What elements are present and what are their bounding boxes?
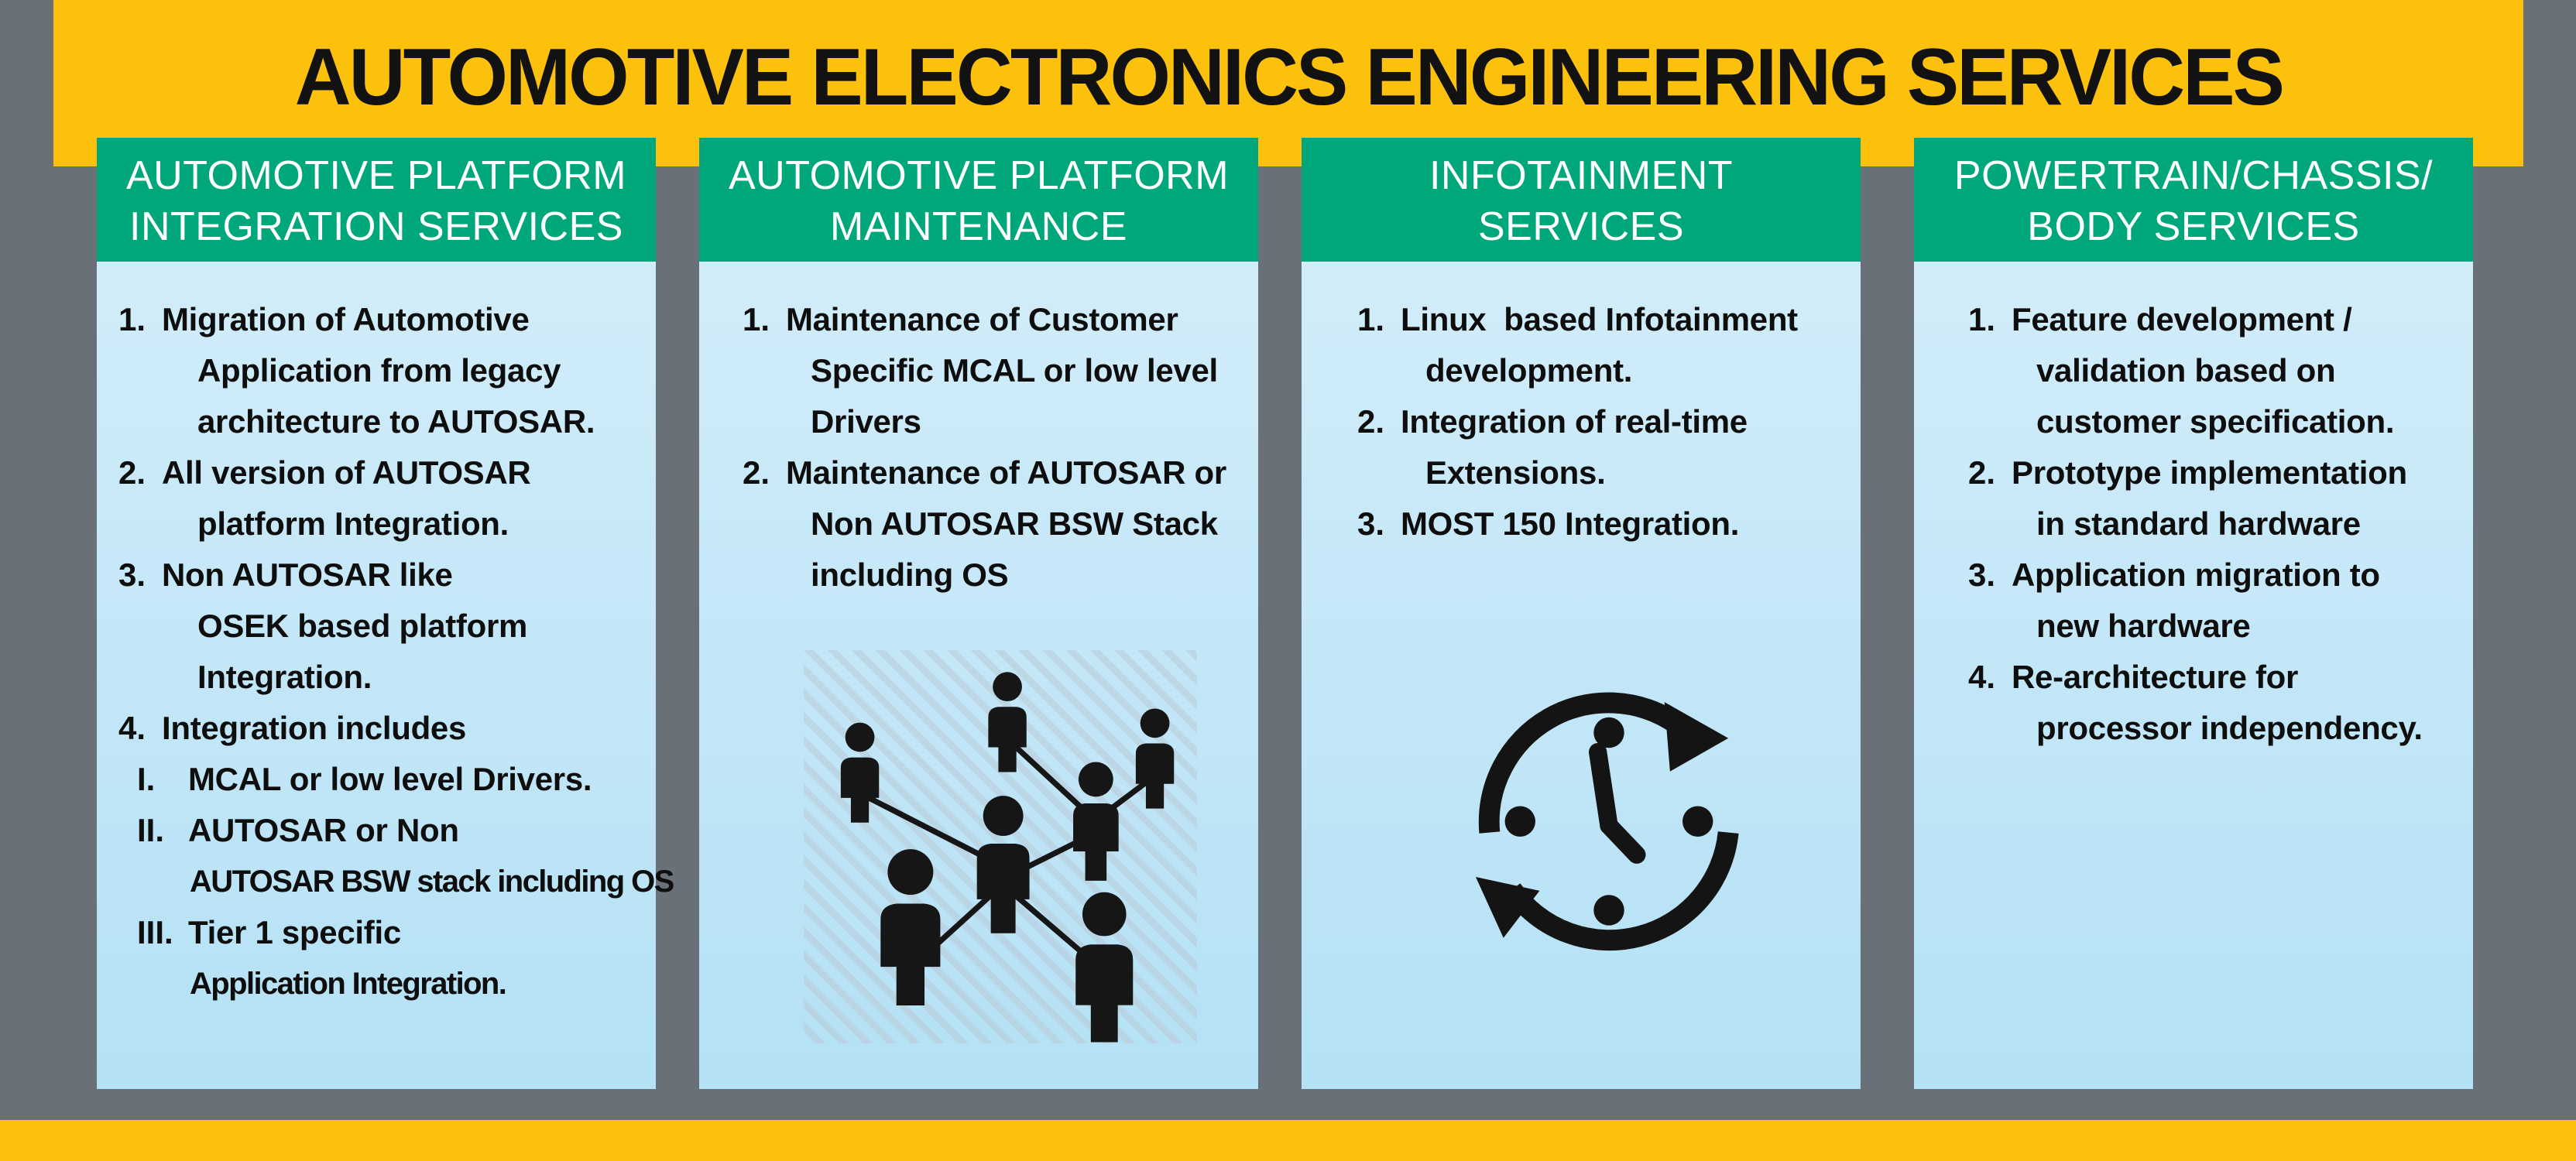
list-item-text: Tier 1 specific xyxy=(188,914,401,950)
service-list: 1. Linux based Infotainment development. 2.… xyxy=(1357,294,1861,550)
list-item-text: Application from legacy xyxy=(197,352,561,389)
list-item-text: Specific MCAL or low level xyxy=(811,352,1218,389)
card-title-line: BODY SERVICES xyxy=(2027,204,2360,249)
list-item-text: Application migration to xyxy=(2012,557,2380,593)
page-title: AUTOMOTIVE ELECTRONICS ENGINEERING SERVI… xyxy=(294,33,2284,122)
list-item-text: Re-architecture for xyxy=(2012,659,2299,695)
list-item-text: Integration. xyxy=(197,659,372,695)
card-header: INFOTAINMENT SERVICES xyxy=(1302,138,1861,262)
card-title-line: POWERTRAIN/CHASSIS/ xyxy=(1953,153,2434,198)
card-title-line: AUTOMOTIVE PLATFORM xyxy=(125,153,627,198)
list-item-marker: II. xyxy=(137,812,165,848)
list-item-marker: 3. xyxy=(1968,557,1996,593)
list-item-marker: 2. xyxy=(1357,403,1385,440)
list-item: 2. Prototype implementation in standard ha… xyxy=(1968,447,2473,550)
list-item-text: AUTOSAR or Non xyxy=(188,812,459,848)
list-item-text: new hardware xyxy=(2036,608,2251,644)
list-item-text: Migration of Automotive xyxy=(162,301,530,337)
list-item-marker: 4. xyxy=(1968,659,1996,695)
card-header: POWERTRAIN/CHASSIS/ BODY SERVICES xyxy=(1914,138,2473,262)
card-body: 1. Linux based Infotainment development. 2.… xyxy=(1302,262,1861,977)
list-item: 4. Integration includes xyxy=(118,703,656,754)
list-item-text: Extensions. xyxy=(1425,454,1606,491)
card-title-line: INTEGRATION SERVICES xyxy=(129,204,623,249)
list-item-marker: 1. xyxy=(743,301,770,337)
list-item: 3. Application migration to new hardware xyxy=(1968,550,2473,652)
list-item: 1. Linux based Infotainment development. xyxy=(1357,294,1861,396)
list-item-text: customer specification. xyxy=(2036,403,2395,440)
list-item-text: MCAL or low level Drivers. xyxy=(188,761,592,797)
list-item-text: AUTOSAR BSW stack including OS xyxy=(190,865,674,899)
list-item-marker: III. xyxy=(137,914,173,950)
list-item-text: OSEK based platform xyxy=(197,608,528,644)
list-item-text: Integration includes xyxy=(162,710,467,746)
service-list: 1. Feature development / validation based … xyxy=(1968,294,2473,754)
list-item-text: in standard hardware xyxy=(2036,505,2361,542)
card-title-line: INFOTAINMENT xyxy=(1429,153,1734,198)
refresh-clock-icon xyxy=(1357,683,1861,977)
list-item-text: development. xyxy=(1425,352,1633,389)
list-item-marker: 3. xyxy=(118,557,146,593)
bottom-accent-bar xyxy=(0,1120,2576,1161)
list-item-text: Integration of real-time xyxy=(1401,403,1748,440)
list-item-marker: 3. xyxy=(1357,505,1385,542)
card-automotive-platform-integration: AUTOMOTIVE PLATFORM INTEGRATION SERVICES… xyxy=(97,138,674,1089)
list-item-marker: 1. xyxy=(1968,301,1996,337)
list-item: 3. MOST 150 Integration. xyxy=(1357,498,1861,550)
card-body: 1. Feature development / validation based … xyxy=(1914,262,2473,754)
people-network-icon xyxy=(743,650,1258,1043)
list-item-text: Maintenance of Customer xyxy=(786,301,1178,337)
card-infotainment-services: INFOTAINMENT SERVICES 1. Linux based Info… xyxy=(1302,138,1861,1089)
list-item-text: Linux based Infotainment xyxy=(1401,301,1798,337)
list-item-marker: 2. xyxy=(1968,454,1996,491)
card-title-line: SERVICES xyxy=(1477,204,1685,249)
list-item-text: MOST 150 Integration. xyxy=(1401,505,1740,542)
list-item-marker: 2. xyxy=(743,454,770,491)
list-item-text: including OS xyxy=(811,557,1009,593)
card-title-line: MAINTENANCE xyxy=(830,204,1127,249)
list-item-text: Application Integration. xyxy=(190,967,507,1001)
list-item-text: Non AUTOSAR like xyxy=(162,557,453,593)
list-item-marker: 1. xyxy=(118,301,146,337)
list-item: 1. Feature development / validation based … xyxy=(1968,294,2473,447)
card-automotive-platform-maintenance: AUTOMOTIVE PLATFORM MAINTENANCE 1. Mainte… xyxy=(699,138,1258,1089)
list-item-marker: 2. xyxy=(118,454,146,491)
list-item: 4. Re-architecture for processor independe… xyxy=(1968,652,2473,754)
list-item-text: validation based on xyxy=(2036,352,2336,389)
list-item-marker: 4. xyxy=(118,710,146,746)
list-item: 2. Maintenance of AUTOSAR or Non AUTOSAR B… xyxy=(743,447,1258,601)
list-item-text: Non AUTOSAR BSW Stack xyxy=(811,505,1218,542)
list-item-marker: I. xyxy=(137,761,156,797)
card-header: AUTOMOTIVE PLATFORM INTEGRATION SERVICES xyxy=(97,138,656,262)
list-item-text: architecture to AUTOSAR. xyxy=(197,403,595,440)
list-item-text: Prototype implementation xyxy=(2012,454,2407,491)
card-powertrain-chassis-body: POWERTRAIN/CHASSIS/ BODY SERVICES 1. Feat… xyxy=(1914,138,2473,1089)
card-header: AUTOMOTIVE PLATFORM MAINTENANCE xyxy=(699,138,1258,262)
list-item-marker: 1. xyxy=(1357,301,1385,337)
list-item-text: Feature development / xyxy=(2012,301,2352,337)
list-item-text: Maintenance of AUTOSAR or xyxy=(786,454,1226,491)
list-item-text: All version of AUTOSAR xyxy=(162,454,531,491)
list-item: I. MCAL or low level Drivers. xyxy=(137,754,656,805)
card-title-line: AUTOMOTIVE PLATFORM xyxy=(728,153,1230,198)
list-item: 2. All version of AUTOSAR platform Integra… xyxy=(118,447,656,550)
list-item-text: processor independency. xyxy=(2036,710,2423,746)
list-item-text: Drivers xyxy=(811,403,921,440)
list-item-text: platform Integration. xyxy=(197,505,509,542)
